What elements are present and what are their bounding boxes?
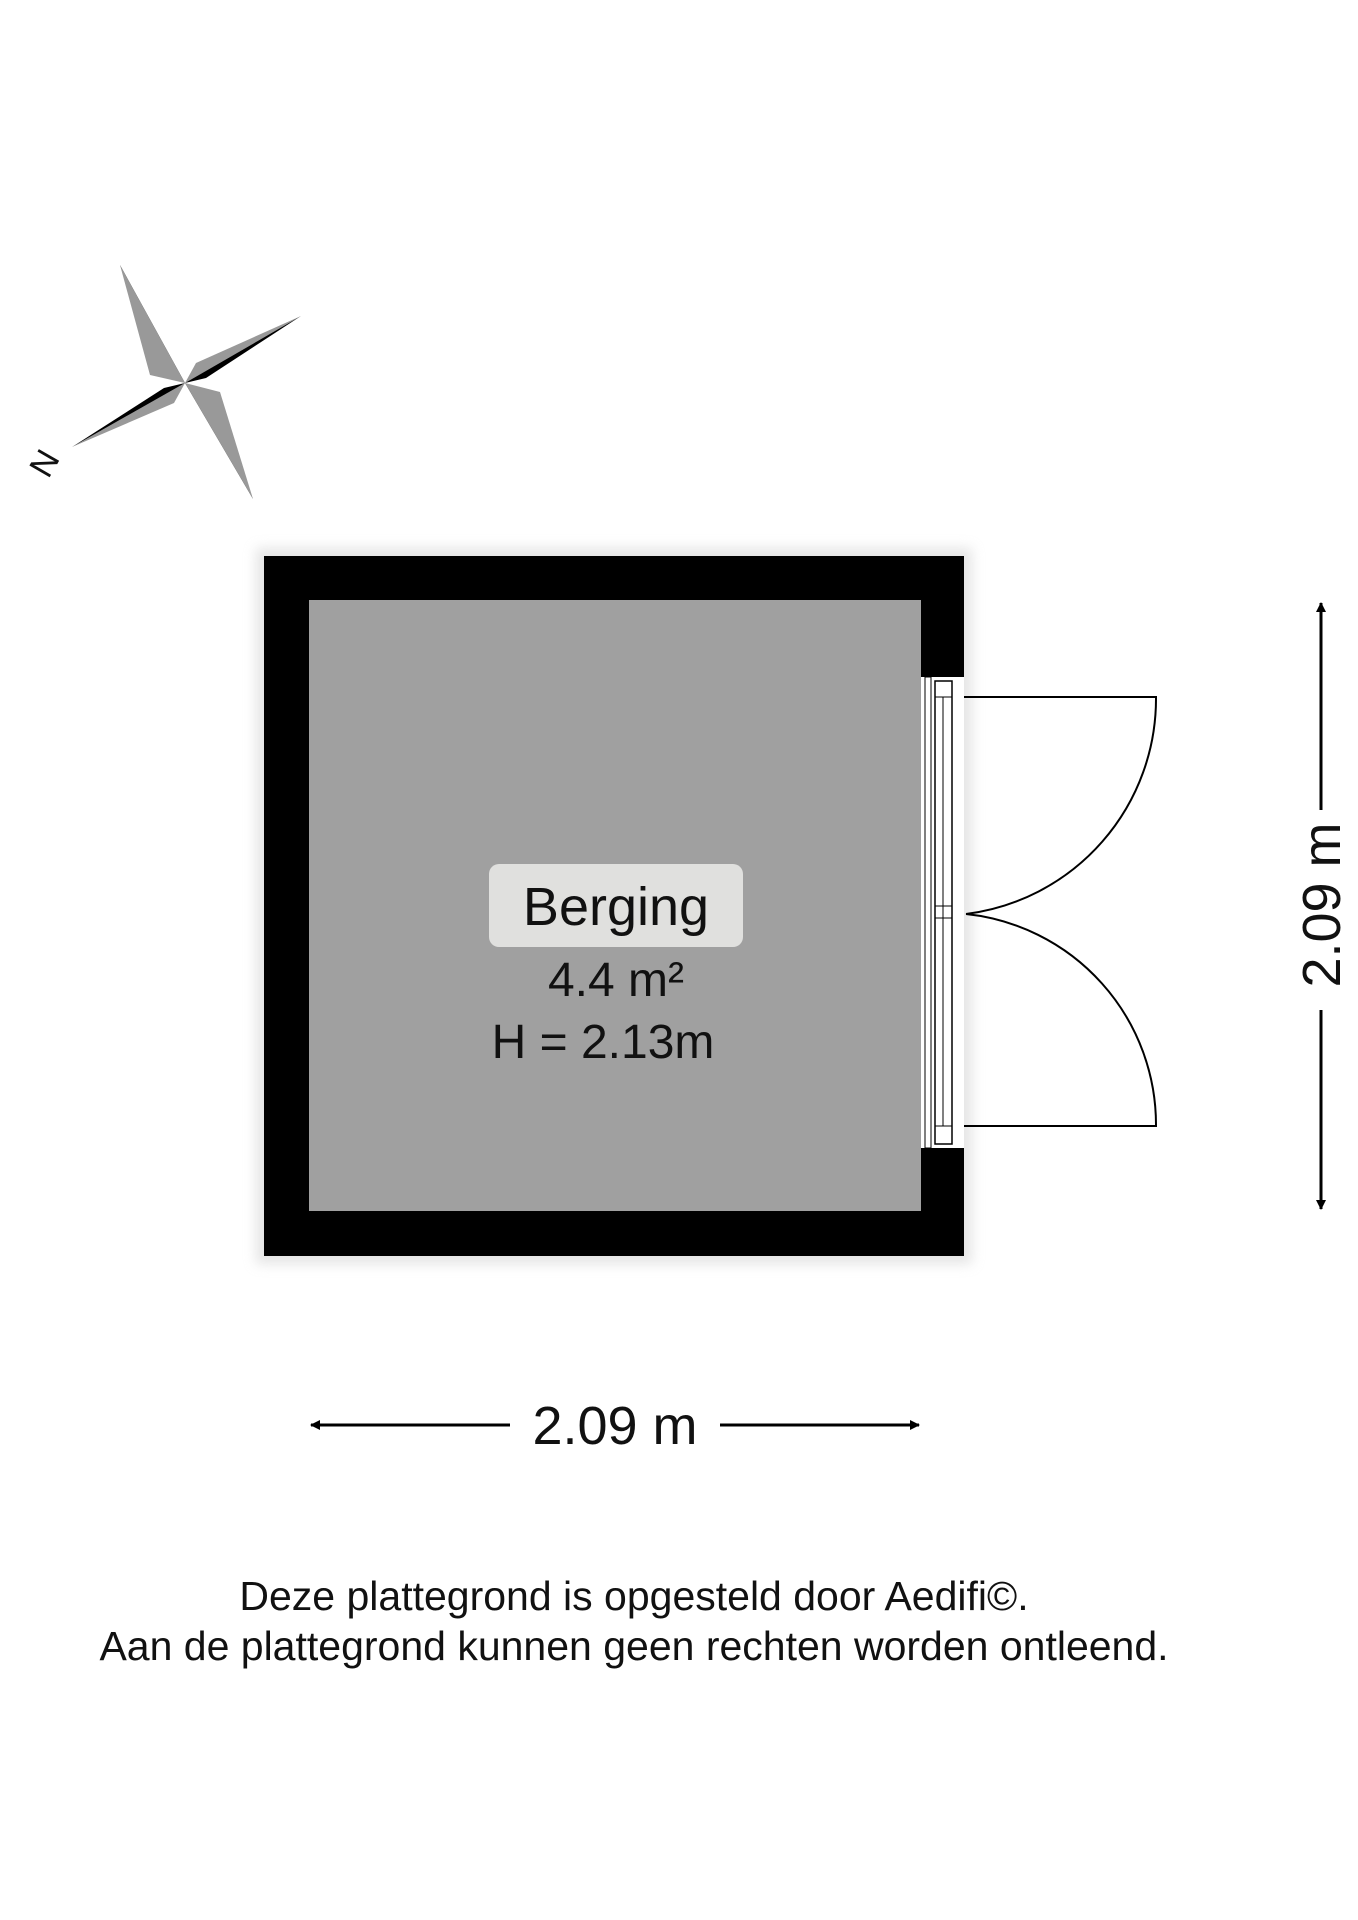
footer-line-2: Aan de plattegrond kunnen geen rechten w… [99,1623,1168,1669]
double-door [921,676,1158,1149]
depth-dimension: 2.09 m [1292,602,1352,1210]
north-label: N [22,443,67,483]
footer-line-1: Deze plattegrond is opgesteld door Aedif… [239,1573,1028,1619]
depth-label: 2.09 m [1292,822,1352,987]
room-label-background [489,864,743,947]
room-area: 4.4 m² [548,954,684,1007]
width-label: 2.09 m [532,1396,697,1456]
room-name: Berging [523,877,709,937]
width-dimension: 2.09 m [310,1396,920,1456]
compass-icon: N [22,265,301,499]
room-height: H = 2.13m [492,1016,715,1069]
